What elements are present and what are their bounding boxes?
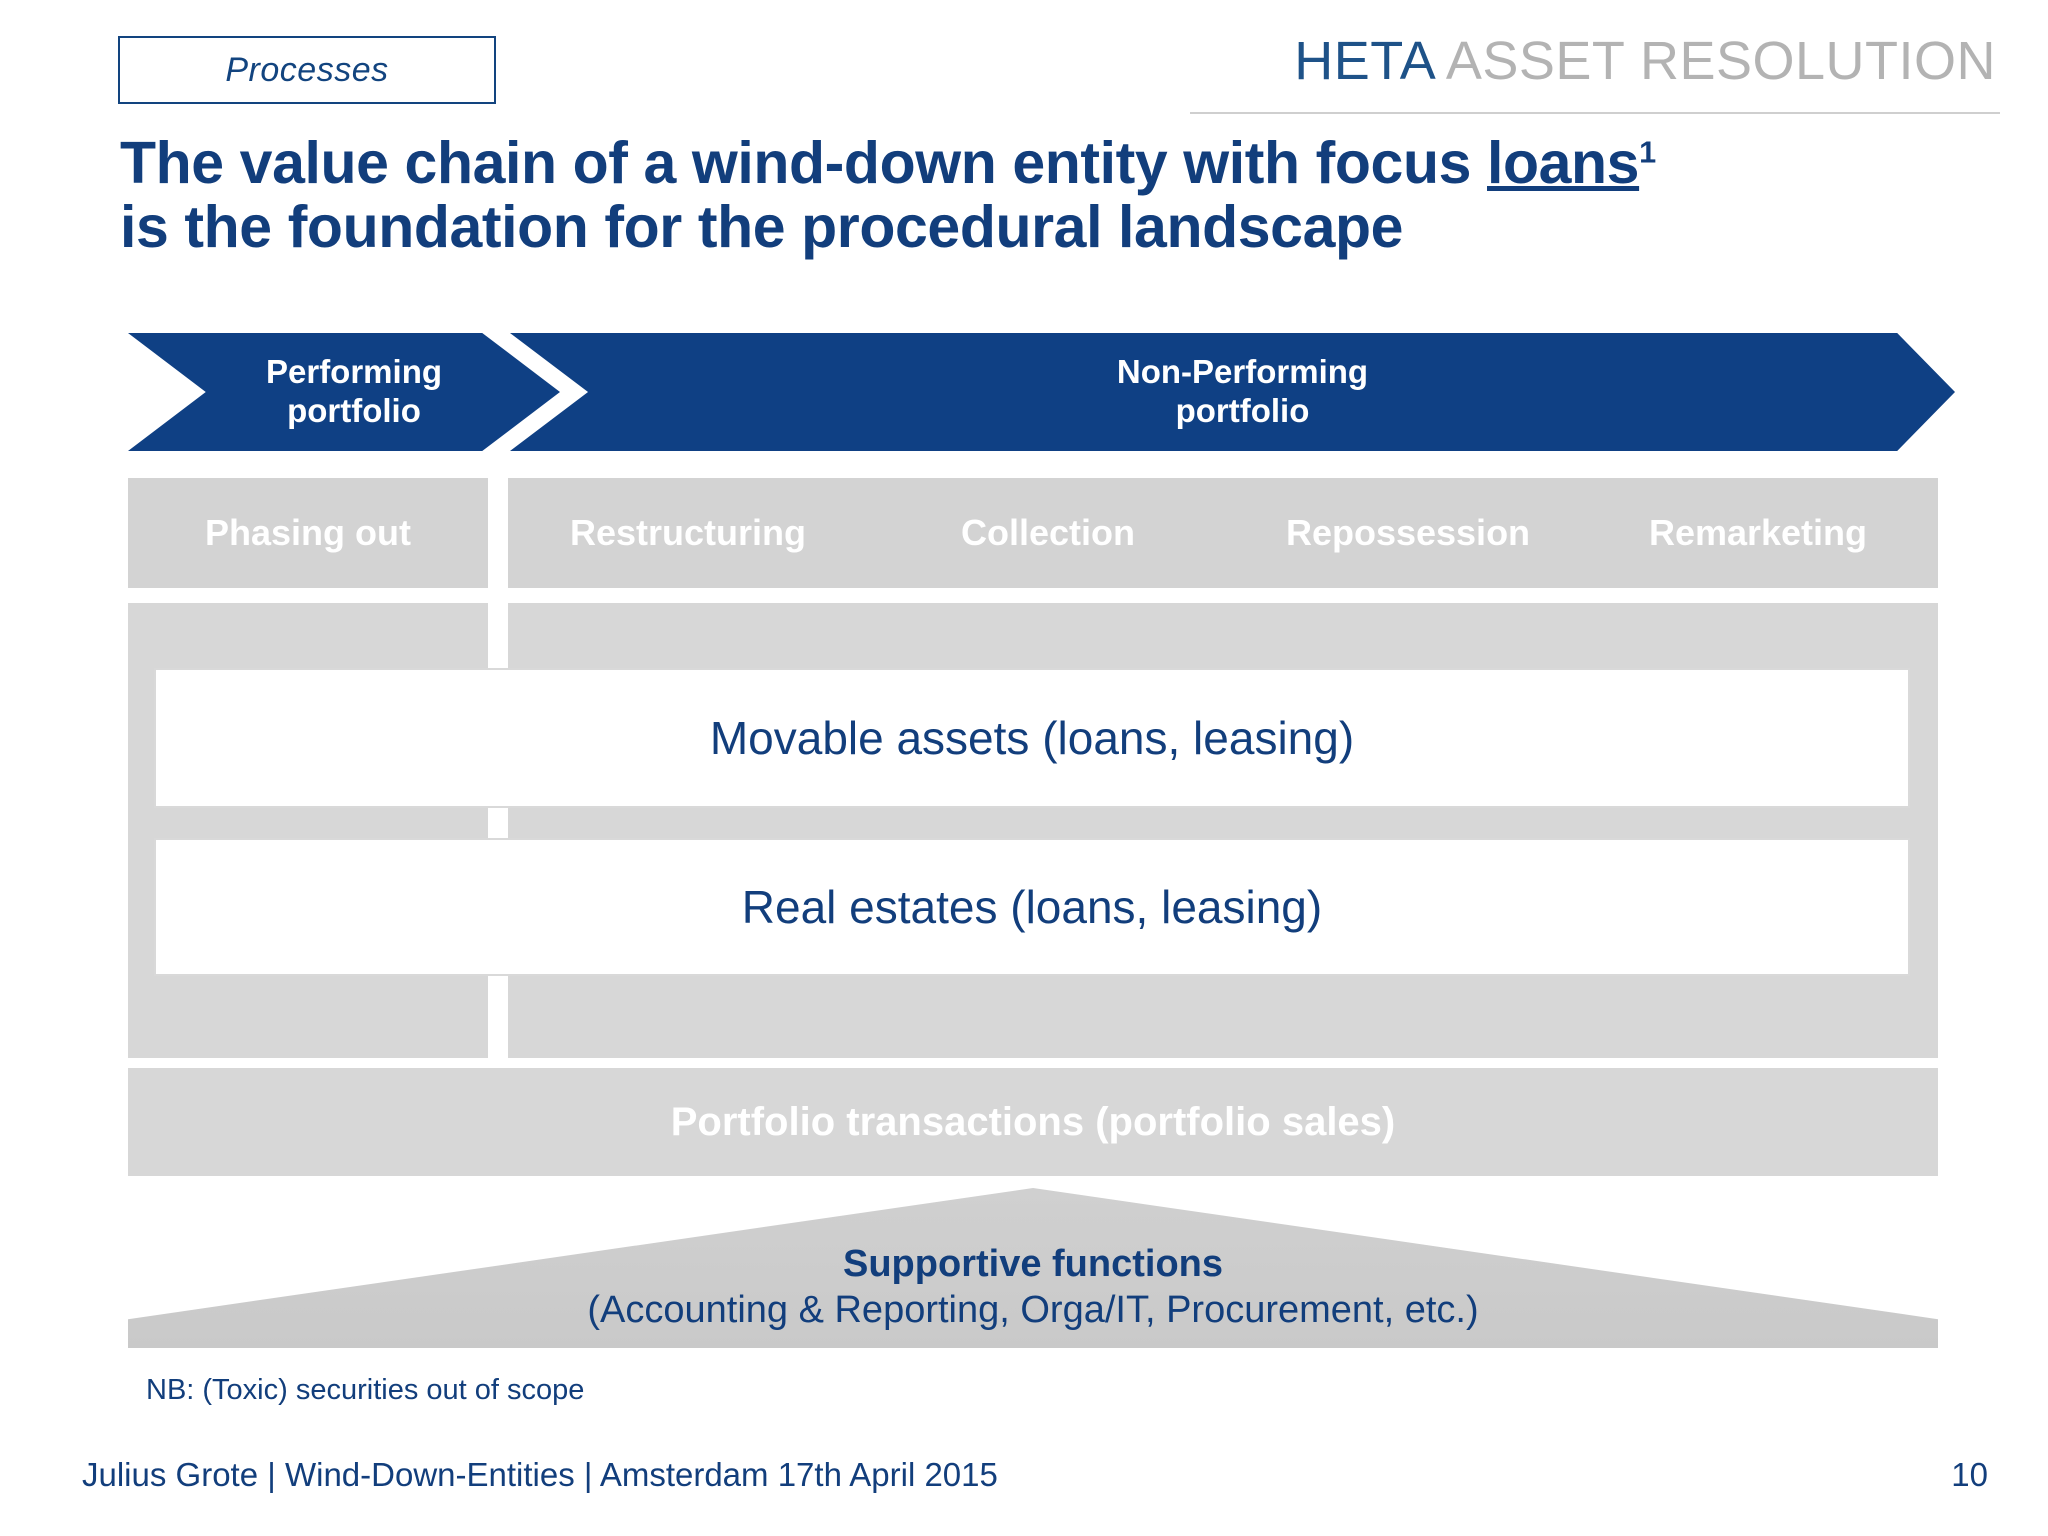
footer-text: Julius Grote | Wind-Down-Entities | Amst… — [82, 1456, 998, 1493]
title-footnote-marker: 1 — [1639, 134, 1656, 170]
chevron-nonperforming-line2: portfolio — [1175, 392, 1310, 429]
column-header-restructuring: Restructuring — [508, 478, 868, 588]
chevron-nonperforming-line1: Non-Performing — [1116, 353, 1369, 391]
section-tag-box: Processes — [118, 36, 496, 104]
column-header-phasing-out: Phasing out — [128, 478, 488, 588]
heta-logo: HETA ASSET RESOLUTION — [1294, 30, 1996, 92]
column-header-remarketing: Remarketing — [1578, 478, 1938, 588]
title-keyword-loans: loans — [1487, 130, 1640, 196]
supportive-functions-subtitle: (Accounting & Reporting, Orga/IT, Procur… — [587, 1289, 1479, 1332]
chevron-performing-portfolio: Performing portfolio — [128, 333, 560, 451]
logo-secondary-text: ASSET RESOLUTION — [1445, 31, 1996, 91]
column-header-collection: Collection — [868, 478, 1228, 588]
chevron-performing-line1: Performing — [265, 353, 443, 391]
title-line2: is the foundation for the procedural lan… — [120, 193, 1404, 260]
supportive-functions-shape: Supportive functions (Accounting & Repor… — [128, 1188, 1938, 1348]
note-nb: NB: (Toxic) securities out of scope — [146, 1374, 585, 1406]
chevron-nonperforming-portfolio: Non-Performing portfolio — [510, 333, 1955, 451]
supportive-functions-title: Supportive functions — [843, 1242, 1223, 1285]
logo-primary-text: HETA — [1294, 31, 1434, 91]
page-number: 10 — [1951, 1456, 1988, 1493]
portfolio-chevron-banner: Performing portfolio Non-Performing port… — [128, 333, 1955, 451]
band-movable-assets: Movable assets (loans, leasing) — [154, 668, 1910, 808]
portfolio-transactions-bar: Portfolio transactions (portfolio sales) — [128, 1068, 1938, 1176]
section-tag-label: Processes — [225, 50, 389, 89]
title-line1-prefix: The value chain of a wind-down entity wi… — [120, 130, 1487, 196]
band-real-estates: Real estates (loans, leasing) — [154, 838, 1910, 976]
column-header-repossession: Repossession — [1228, 478, 1588, 588]
chevron-performing-line2: portfolio — [287, 392, 421, 429]
page-title: The value chain of a wind-down entity wi… — [120, 130, 1950, 260]
header-divider-rule — [1190, 112, 2000, 114]
